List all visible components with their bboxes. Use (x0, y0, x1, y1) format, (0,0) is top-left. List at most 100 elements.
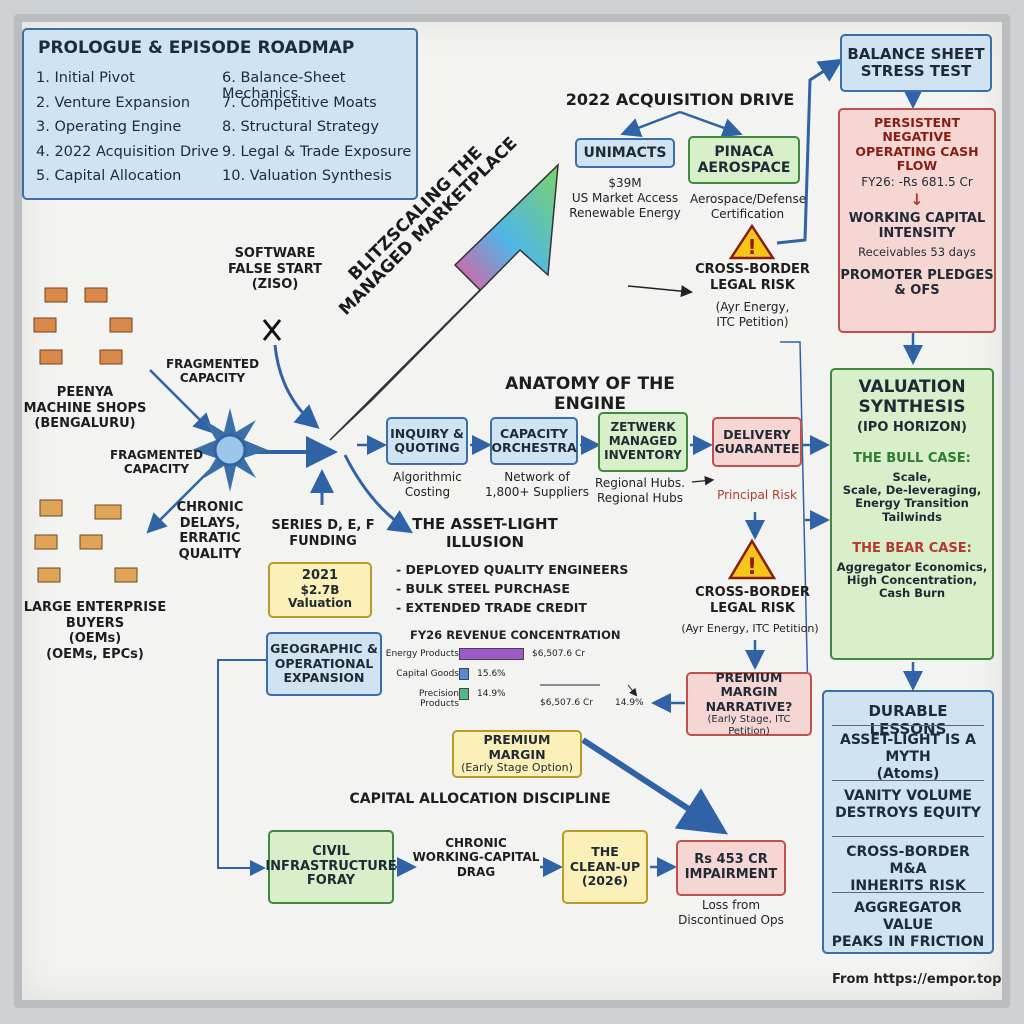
bull-case-title: THE BULL CASE: (853, 451, 971, 467)
valuation-2021-box: 2021 $2.7B Valuation (268, 562, 372, 618)
balance-title-box: BALANCE SHEET STRESS TEST (840, 34, 992, 92)
down-arrow-icon: ↓ (910, 190, 924, 210)
revenue-row-label: Energy Products (385, 649, 459, 659)
roadmap-item: 10. Valuation Synthesis (222, 168, 392, 184)
lesson-item: AGGREGATOR VALUE PEAKS IN FRICTION (831, 900, 985, 950)
roadmap-panel: PROLOGUE & EPISODE ROADMAP 1. Initial Pi… (22, 28, 418, 200)
roadmap-item: 3. Operating Engine (36, 119, 182, 135)
revenue-chart: Energy Products $6,507.6 Cr Capital Goods 1… (385, 648, 645, 710)
capacity-box: CAPACITY ORCHESTRA (490, 417, 578, 465)
roadmap-item: 6. Balance-Sheet Mechanics (222, 70, 346, 102)
unimacts-note: $39M US Market Access Renewable Energy (569, 176, 681, 220)
civil-box: CIVIL INFRASTRUCTURE FORAY (265, 830, 397, 904)
footer-link[interactable]: From https://empor.top (832, 972, 1002, 987)
chronic-delays: CHRONIC DELAYS, ERRATIC QUALITY (176, 500, 244, 562)
revenue-bar-value: $6,507.6 Cr (532, 649, 585, 659)
bear-case-text: Aggregator Economics, High Concentration… (836, 559, 988, 601)
roadmap-item: 4. 2022 Acquisition Drive (36, 143, 219, 160)
warning-icon: ! (728, 223, 776, 260)
balance-stress-box: PERSISTENT NEGATIVE OPERATING CASH FLOW … (838, 108, 996, 333)
capital-title: CAPITAL ALLOCATION DISCIPLINE (349, 791, 611, 807)
roadmap-item: 8. Structural Strategy (222, 119, 379, 135)
expansion-box: GEOGRAPHIC & OPERATIONAL EXPANSION (266, 632, 382, 696)
divider (832, 892, 984, 893)
roadmap-right-list: 6. Balance-Sheet Mechanics 7. Competitiv… (222, 70, 416, 193)
enterprise-buyers: LARGE ENTERPRISE BUYERS (OEMs) (OEMs, EP… (23, 600, 167, 662)
lessons-title: DURABLE LESSONS (868, 702, 948, 738)
promoter-pledges: PROMOTER PLEDGES & OFS (840, 267, 994, 298)
revenue-row-label: Precision Products (418, 689, 459, 709)
factory-icons (33, 287, 133, 365)
divider (832, 836, 984, 837)
risk-note-2: (Ayr Energy, ITC Petition) (681, 622, 819, 635)
premium-narrative-title: PREMIUM MARGIN NARRATIVE? (705, 669, 793, 714)
lesson-item: VANITY VOLUME DESTROYS EQUITY (835, 788, 981, 821)
principal-risk: Principal Risk (717, 488, 797, 502)
revenue-title: FY26 REVENUE CONCENTRATION (410, 628, 621, 642)
bear-case-title: THE BEAR CASE: (852, 540, 972, 556)
engine-title: ANATOMY OF THE ENGINE (505, 374, 675, 415)
pinaca-note: Aerospace/Defense Certification (690, 192, 807, 221)
divider (832, 725, 984, 726)
roadmap-item: 2. Venture Expansion (36, 94, 191, 111)
receivables: Receivables 53 days (858, 244, 976, 259)
svg-text:!: ! (747, 555, 757, 580)
neg-cashflow: PERSISTENT NEGATIVE OPERATING CASH FLOW (855, 115, 979, 174)
lesson-item: ASSET-LIGHT IS A MYTH (Atoms) (839, 732, 976, 782)
cleanup-box: THE CLEAN-UP (2026) (562, 830, 648, 904)
illusion-item: - DEPLOYED QUALITY ENGINEERS (396, 562, 629, 577)
inquiry-note: Algorithmic Costing (393, 470, 462, 499)
pinaca-box: PINACA AEROSPACE (688, 136, 800, 184)
valuation-amount: $2.7B Valuation (287, 582, 353, 611)
software-false-start: SOFTWARE FALSE START (ZISO) (227, 246, 323, 293)
peenya-label: PEENYA MACHINE SHOPS (BENGALURU) (23, 385, 147, 432)
revenue-bar-value: 14.9% (477, 689, 506, 699)
capacity-note: Network of 1,800+ Suppliers (485, 470, 589, 499)
valuation-sub: (IPO HORIZON) (857, 420, 967, 436)
lesson-item: CROSS-BORDER M&A INHERITS RISK (846, 844, 970, 894)
revenue-bar-value: 15.6% (477, 669, 506, 679)
illusion-item: - BULK STEEL PURCHASE (396, 581, 570, 596)
hub-gear-icon (192, 408, 268, 492)
roadmap-title: PROLOGUE & EPISODE ROADMAP (38, 38, 355, 58)
blitzscaling-arrow (329, 163, 559, 441)
valuation-year: 2021 (301, 567, 339, 583)
fy26-cashflow: FY26: -Rs 681.5 Cr (861, 174, 973, 189)
inventory-box: ZETWERK MANAGED INVENTORY (598, 412, 688, 472)
revenue-bar (459, 648, 524, 660)
valuation-box: VALUATION SYNTHESIS (IPO HORIZON) THE BU… (830, 368, 994, 660)
fragmented-label-2: FRAGMENTED CAPACITY (109, 448, 204, 477)
valuation-title: VALUATION SYNTHESIS (858, 377, 966, 417)
premium-margin-title: PREMIUM MARGIN (483, 732, 551, 762)
risk-label-1: CROSS-BORDER LEGAL RISK (695, 262, 810, 293)
buyer-icons (34, 499, 138, 583)
inquiry-box: INQUIRY & QUOTING (386, 417, 468, 465)
divider (832, 780, 984, 781)
revenue-extra-1: $6,507.6 Cr (540, 698, 593, 708)
premium-margin-box: PREMIUM MARGIN (Early Stage Option) (452, 730, 582, 778)
illusion-title: THE ASSET-LIGHT ILLUSION (412, 515, 558, 551)
premium-narrative-note: (Early Stage, ITC Petition) (707, 714, 791, 737)
roadmap-item: 1. Initial Pivot (36, 70, 135, 86)
wc-intensity: WORKING CAPITAL INTENSITY (848, 210, 986, 241)
roadmap-item: 5. Capital Allocation (36, 168, 182, 184)
acquisition-title: 2022 ACQUISITION DRIVE (565, 90, 795, 109)
revenue-row-label: Capital Goods (396, 669, 459, 679)
delivery-box: DELIVERY GUARANTEE (712, 417, 802, 467)
fragmented-label-1: FRAGMENTED CAPACITY (165, 357, 260, 386)
unimacts-box: UNIMACTS (575, 138, 675, 168)
revenue-bar (459, 688, 469, 700)
impairment-note: Loss from Discontinued Ops (678, 898, 784, 927)
revenue-extra-2: 14.9% (615, 698, 644, 708)
roadmap-item: 7. Competitive Moats (222, 94, 377, 111)
premium-narrative-box: PREMIUM MARGIN NARRATIVE? (Early Stage, … (686, 669, 812, 737)
risk-label-2: CROSS-BORDER LEGAL RISK (695, 585, 810, 616)
risk-note-1: (Ayr Energy, ITC Petition) (715, 300, 790, 329)
revenue-bar (459, 668, 470, 680)
premium-margin-note: (Early Stage Option) (461, 761, 573, 775)
impairment-box: Rs 453 CR IMPAIRMENT (676, 840, 786, 896)
inventory-note: Regional Hubs. Regional Hubs (595, 476, 685, 505)
lessons-panel: DURABLE LESSONS ASSET-LIGHT IS A MYTH (A… (822, 690, 994, 954)
warning-icon: ! (727, 538, 777, 580)
